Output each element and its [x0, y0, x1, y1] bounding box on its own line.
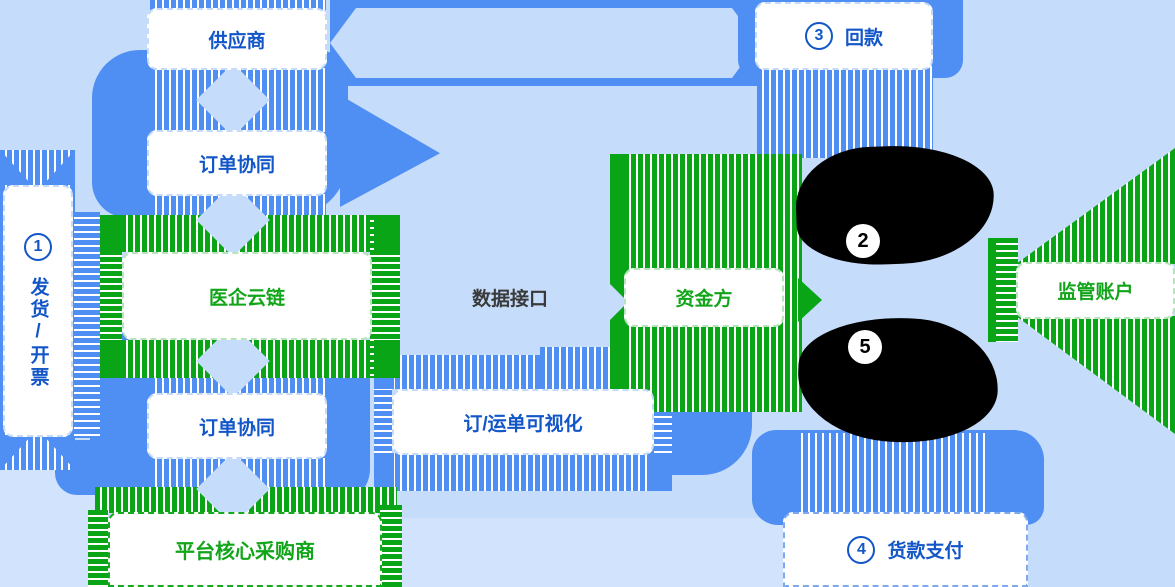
- waybill-ring-bottom: [374, 453, 672, 491]
- node-order-collab-bottom: 订单协同: [147, 393, 327, 459]
- step3-number-badge: 3: [804, 22, 833, 50]
- node-step1-shipping: 1 发货/开票: [3, 185, 73, 437]
- node-waybill-visibility-label: 订/运单可视化: [463, 413, 583, 435]
- node-core-buyer-label: 平台核心采购商: [175, 541, 315, 563]
- top-connector-band: [330, 0, 758, 86]
- node-step4-payment: 4 货款支付: [783, 512, 1028, 587]
- escrow-left-band: [988, 238, 1018, 342]
- chain-ring-corner: [100, 215, 124, 252]
- step2-number: 2: [857, 229, 869, 252]
- node-supplier-label: 供应商: [208, 30, 266, 52]
- waybill-ring-corner: [652, 453, 672, 491]
- escrow-bottom-triangle: [1016, 316, 1175, 434]
- node-funder: 资金方: [624, 268, 784, 327]
- node-step3-huikuan: 3 回款: [755, 2, 933, 70]
- chain-ring-left: [100, 215, 122, 378]
- redacted-blob-step2: [794, 142, 996, 268]
- redacted-blob-step5: [795, 314, 1001, 446]
- step1-label: 发货/开票: [27, 277, 49, 389]
- node-core-buyer: 平台核心采购商: [108, 512, 382, 587]
- step4-label: 货款支付: [887, 541, 964, 562]
- step1-number-badge: 1: [24, 233, 52, 261]
- top-connector-inner: [330, 8, 758, 78]
- light-blob-bottom-center: [340, 518, 810, 587]
- blob-arrow-right: [340, 95, 440, 207]
- band-step1-to-chain: [74, 212, 100, 438]
- step5-number: 5: [859, 335, 871, 358]
- band-payment-up: [796, 433, 990, 517]
- chain-ring-corner: [100, 340, 124, 378]
- node-cloud-chain-label: 医企云链: [208, 287, 285, 309]
- buyer-band-left: [88, 510, 108, 587]
- node-funder-label: 资金方: [675, 289, 733, 310]
- escrow-top-triangle: [1016, 148, 1175, 264]
- step3-label: 回款: [844, 27, 883, 49]
- step2-number-badge: 2: [846, 224, 880, 258]
- node-supplier: 供应商: [147, 8, 327, 70]
- step1-number: 1: [33, 238, 43, 255]
- data-interface-text: 数据接口: [471, 288, 548, 310]
- chain-ring-corner: [374, 215, 400, 252]
- node-cloud-chain: 医企云链: [122, 252, 372, 340]
- buyer-band-right: [380, 505, 402, 587]
- node-waybill-visibility: 订/运单可视化: [392, 389, 654, 455]
- waybill-ring-corner: [374, 453, 394, 491]
- step4-number: 4: [857, 540, 866, 558]
- step4-number-badge: 4: [847, 535, 876, 564]
- funder-right-chevron: [798, 278, 822, 322]
- data-interface-label: 数据接口: [450, 284, 570, 310]
- band-huikuan-down: [757, 66, 933, 158]
- node-order-collab-top: 订单协同: [147, 130, 327, 196]
- step3-number: 3: [814, 27, 824, 44]
- band-above-supplier: [150, 0, 326, 10]
- step5-number-badge: 5: [848, 330, 882, 364]
- node-escrow-account-label: 监管账户: [1057, 282, 1134, 303]
- node-escrow-account: 监管账户: [1016, 262, 1175, 319]
- chain-ring-corner: [374, 340, 400, 378]
- node-order-collab-top-label: 订单协同: [198, 154, 275, 176]
- node-order-collab-bottom-label: 订单协同: [198, 417, 275, 439]
